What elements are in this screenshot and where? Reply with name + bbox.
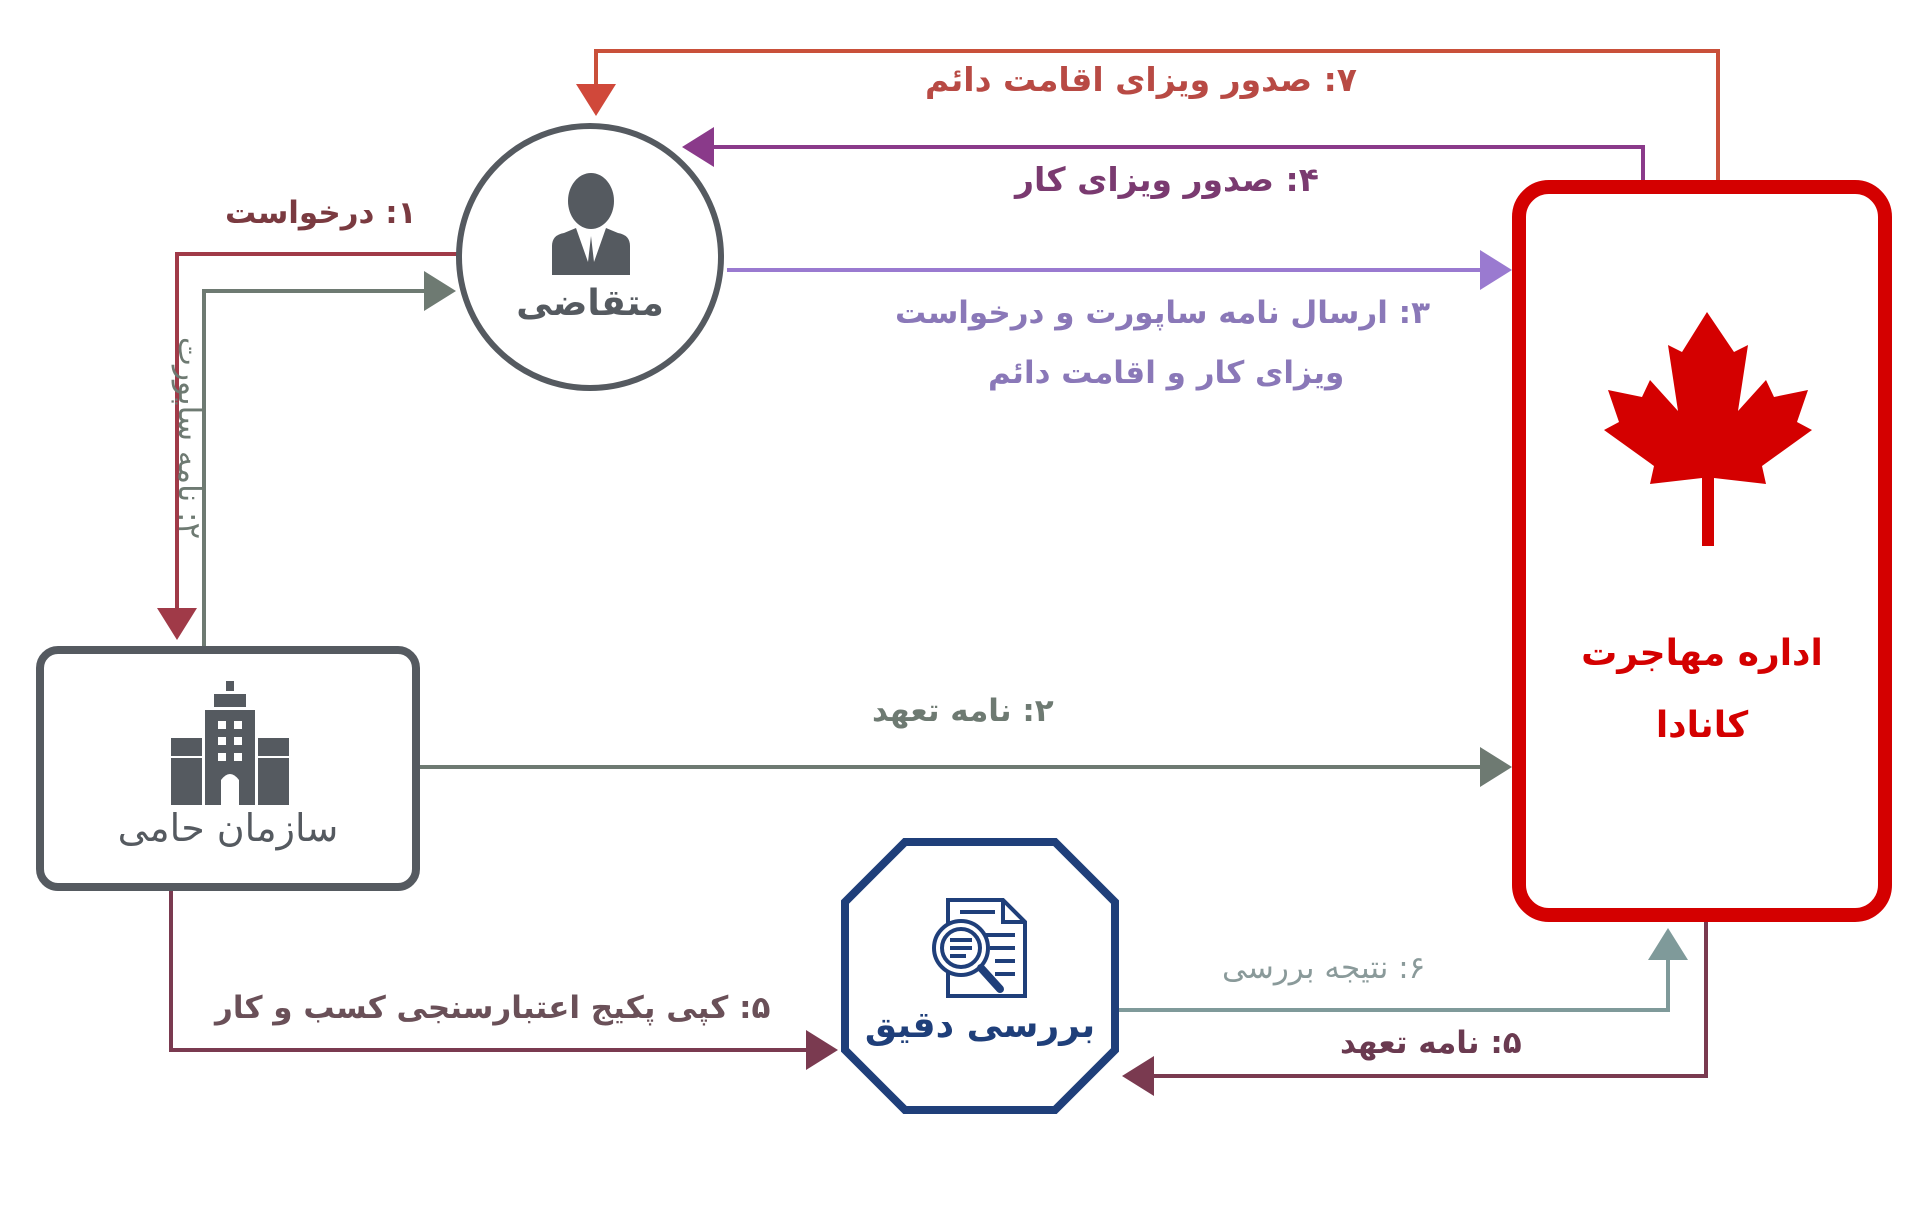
canada-label-line1: اداره مهاجرت [1581, 633, 1823, 674]
edge-2-commitment-label: ۲: نامه تعهد [872, 693, 1054, 729]
edge-2-support-letter [202, 271, 456, 647]
edge-1-request [157, 252, 458, 640]
edge-7-label: ۷: صدور ویزای اقامت دائم [925, 60, 1357, 99]
building-icon [171, 681, 289, 805]
edge-3-label-line2: ویزای کار و اقامت دائم [988, 355, 1345, 391]
edge-5-business-package [169, 890, 838, 1070]
node-applicant[interactable] [456, 123, 724, 391]
review-label: بررسی دقیق [864, 1005, 1096, 1046]
node-canada-immigration[interactable] [1512, 180, 1892, 922]
person-icon [552, 173, 630, 275]
edge-4-label: ۴: صدور ویزای کار [1015, 160, 1319, 199]
edge-5-commitment-label: ۵: نامه تعهد [1340, 1025, 1522, 1061]
edge-5-commitment-letter [1122, 922, 1708, 1096]
edge-2-support-label: ۲: نامه ساپورت [171, 336, 208, 540]
edge-4-work-visa [682, 127, 1645, 186]
maple-leaf-icon [1604, 312, 1812, 546]
edge-5-package-label: ۵: کپی پکیج اعتبارسنجی کسب و کار [215, 990, 771, 1026]
node-detailed-review[interactable] [841, 838, 1119, 1114]
applicant-label: متقاضی [516, 283, 664, 324]
edge-6-review-result [1118, 928, 1688, 1012]
sponsor-label: سازمان حامی [117, 806, 339, 850]
canada-label-line2: کانادا [1655, 705, 1749, 746]
node-sponsor[interactable] [36, 646, 420, 891]
edge-6-label: ۶: نتیجه بررسی [1222, 950, 1426, 986]
edge-7-pr-visa [576, 49, 1720, 186]
edge-3-label-line1: ۳: ارسال نامه ساپورت و درخواست [895, 295, 1430, 331]
document-search-icon [932, 898, 1027, 998]
edge-1-label: ۱: درخواست [225, 195, 417, 231]
